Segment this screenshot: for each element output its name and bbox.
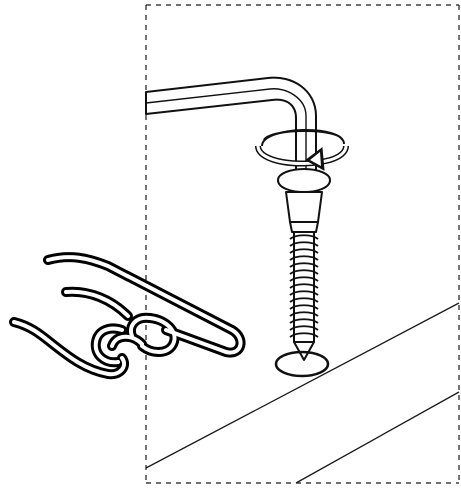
clockwise-arrow-icon: [255, 145, 349, 171]
screw-thread: [289, 241, 319, 247]
screw-icon: [277, 168, 331, 361]
board-outline: [145, 302, 460, 484]
screw-thread: [289, 304, 319, 310]
screw-thread: [289, 290, 319, 296]
screw-thread: [289, 255, 319, 261]
panel-outline: [145, 4, 460, 484]
circle-icon: [274, 350, 330, 378]
screw-thread: [289, 318, 319, 324]
screw-thread: [289, 262, 319, 268]
screw-thread: [289, 283, 319, 289]
screw-thread: [289, 325, 319, 331]
screw-thread: [289, 234, 319, 240]
screw-thread: [289, 311, 319, 317]
pointing-hand-icon: [9, 252, 246, 380]
screw-thread: [289, 269, 319, 275]
screw-thread: [289, 332, 319, 338]
screw-thread: [289, 276, 319, 282]
screw-thread: [289, 297, 319, 303]
hex-key-icon: [145, 76, 317, 171]
rotation-ring-back: [261, 129, 345, 147]
screw-thread: [289, 248, 319, 254]
screw-threads: [289, 234, 319, 338]
